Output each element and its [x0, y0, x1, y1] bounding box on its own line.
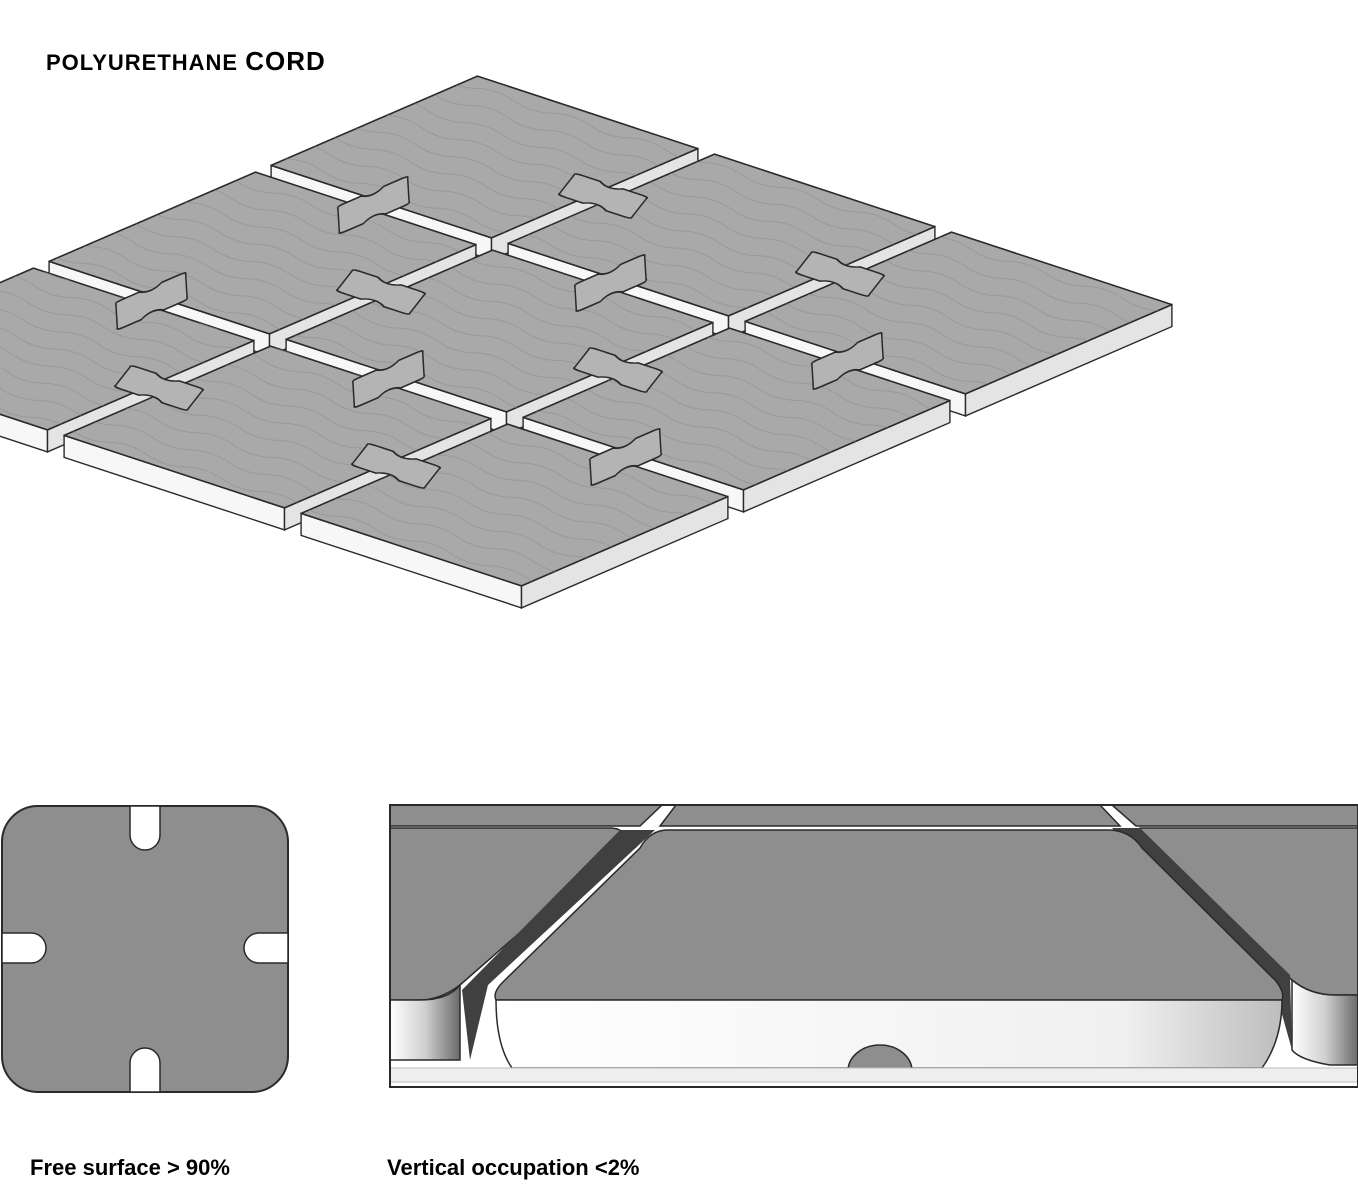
cord-connector-4 — [794, 251, 886, 297]
title-word-polyurethane: POLYURETHANE — [46, 50, 239, 75]
title-word-cord: CORD — [245, 46, 326, 76]
notch-left — [1, 932, 47, 964]
tile-grid — [0, 75, 1173, 609]
closeup-view — [389, 804, 1358, 1088]
cord-connector-2 — [335, 269, 427, 315]
cord-connector-12 — [588, 428, 663, 486]
cord-cross-section — [847, 1044, 913, 1072]
cord-connector-9 — [810, 332, 885, 390]
cord-connector-5 — [572, 347, 664, 393]
cord-connector-1 — [557, 173, 649, 219]
notch-right — [243, 932, 289, 964]
tile-plan-view — [1, 805, 289, 1093]
notch-bottom — [129, 1047, 161, 1093]
diagram-title: POLYURETHANE CORD — [46, 46, 326, 77]
cord-connector-11 — [351, 350, 426, 408]
cord-connector-3 — [113, 365, 205, 411]
cord-connector-6 — [350, 443, 442, 489]
notch-top — [129, 805, 161, 851]
connector-group — [113, 173, 886, 489]
cord-connector-7 — [336, 176, 411, 234]
cord-connector-10 — [114, 272, 189, 330]
cord-connector-8 — [573, 254, 648, 312]
caption-free-surface: Free surface > 90% — [30, 1155, 230, 1180]
caption-vertical-occupation: Vertical occupation <2% — [387, 1155, 640, 1180]
